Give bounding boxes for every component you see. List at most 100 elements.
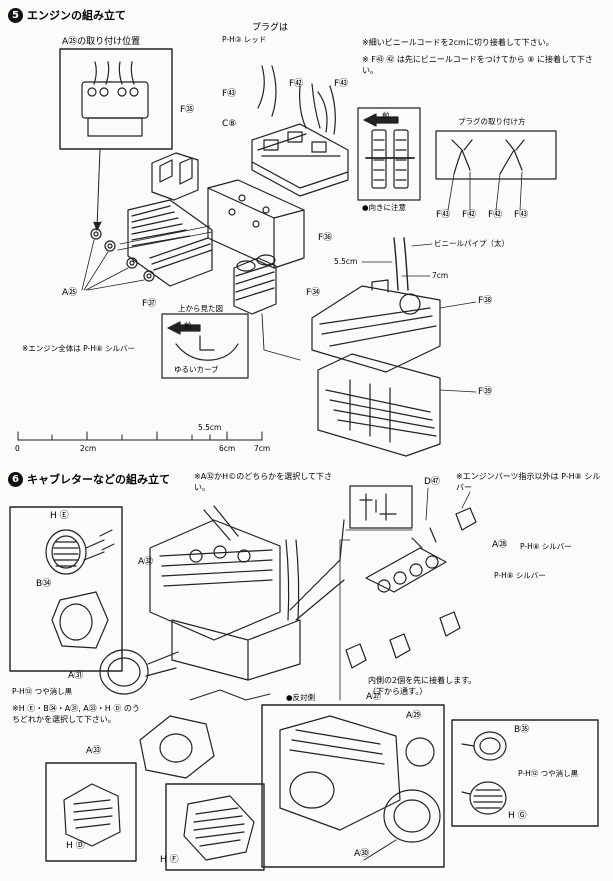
cylinder-head-inset — [81, 61, 149, 137]
step5-header: 5 エンジンの組み立て — [8, 8, 126, 23]
plug-part-4: F㊸ — [514, 210, 529, 220]
label-f43-top-right: F㊸ — [334, 79, 349, 89]
option-box-hd — [45, 762, 137, 862]
top-view-label: 上から見た図 — [178, 304, 223, 313]
step5-number: 5 — [8, 8, 23, 23]
carb-engine — [149, 505, 345, 681]
engine-opposite — [279, 715, 441, 843]
top-view-box — [161, 313, 249, 379]
ruler-6cm: 6cm — [219, 444, 236, 453]
opposite-side-box — [261, 704, 445, 868]
cylinder-block — [127, 199, 213, 287]
label-a31: A㉛ — [68, 671, 84, 681]
label-d97: D㊼ — [424, 477, 440, 487]
step6-number: 6 — [8, 472, 23, 487]
a25-inset-title: A㉕の取り付け位置 — [62, 37, 141, 47]
note-vinyl-cord: ※細いビニールコードを2cmに切り接着して下さい。 — [362, 38, 554, 47]
d97-detail-box — [349, 485, 413, 529]
label-f43-top: F㊸ — [222, 89, 237, 99]
grille-hd — [63, 783, 121, 847]
option-box-hf — [165, 783, 265, 871]
plug-method-box — [435, 130, 557, 180]
a25-parts — [90, 228, 155, 282]
f34-part — [233, 254, 277, 315]
ruler-7cm: 7cm — [254, 444, 271, 453]
engine-lower-f39 — [317, 353, 441, 457]
matte-black-b: P-H⑫ つや消し黒 — [518, 769, 579, 778]
silver-b: P-H⑧ シルバー — [494, 571, 546, 580]
ruler — [17, 431, 263, 441]
step5-title: エンジンの組み立て — [27, 9, 126, 22]
front-label: 前 — [382, 111, 390, 120]
ruler-2cm: 2cm — [80, 444, 97, 453]
label-a25: A㉕ — [62, 288, 78, 298]
step6-choice-note2: ※H Ⓔ・B㉞・A㉛, A㉝・H Ⓓ のうちどれかを選択して下さい。 — [12, 704, 140, 724]
engine-silver-note: ※エンジン全体は P-H⑧ シルバー — [22, 344, 135, 353]
label-b34: B㉞ — [36, 579, 52, 589]
f35-part — [151, 152, 199, 201]
d97-detail — [359, 493, 397, 521]
label-f37: F㊲ — [142, 299, 157, 309]
grille-hg — [461, 781, 507, 815]
step6-title: キャブレターなどの組み立て — [27, 473, 170, 486]
cover-b35 — [461, 731, 507, 761]
label-hg: H Ⓖ — [508, 811, 527, 821]
label-a27: A㉗ — [366, 692, 382, 702]
head-top-view — [365, 129, 415, 189]
grille-he — [45, 529, 105, 575]
matte-black-a: P-H⑫ つや消し黒 — [12, 687, 73, 696]
plug-part-3: F㊷ — [488, 210, 503, 220]
label-a28: A㉘ — [492, 540, 508, 550]
label-hd: H Ⓓ — [66, 841, 85, 851]
step6-choice-note: ※A㉜かH©のどちらかを選択して下さい。 — [194, 472, 332, 492]
label-f39: F㊴ — [478, 387, 493, 397]
plug-color: P-H③ レッド — [222, 35, 267, 44]
silver-a28: P-H⑧ シルバー — [520, 542, 572, 551]
opposite-side-label: ●反対側 — [286, 693, 316, 702]
direction-box — [357, 107, 421, 201]
label-hf: H Ⓕ — [160, 855, 179, 865]
length-7cm: 7cm — [432, 271, 449, 280]
carb-rack — [345, 507, 477, 669]
plug-method-title: プラグの取り付け方 — [458, 117, 526, 126]
cover-a33 — [139, 715, 215, 779]
label-f36: F㊱ — [318, 233, 333, 243]
label-he: H Ⓔ — [50, 511, 69, 521]
vinyl-pipe-label: ビニールパイプ（太） — [434, 239, 509, 248]
gentle-curve-label: ゆるいカーブ — [174, 365, 219, 374]
length-5-5cm: 5.5cm — [334, 257, 358, 266]
a25-location-box — [59, 48, 173, 150]
label-f38: F㊳ — [478, 296, 493, 306]
cover-b34 — [51, 591, 109, 649]
cylinder-head-c8 — [251, 123, 349, 197]
engine-upper-f38 — [311, 279, 441, 373]
label-a29: A㉙ — [406, 711, 422, 721]
plug-part-1: F㊸ — [436, 210, 451, 220]
ruler-0: 0 — [15, 444, 20, 453]
f36-block — [207, 179, 305, 269]
note-f43-f52: ※ F㊸ ㊷ は先にビニールコードをつけてから ⑧ に接着して下さい。 — [362, 55, 593, 75]
label-f52-top: F㊷ — [289, 79, 304, 89]
inner-note: 内側の2個を先に接着します。（下から通す。） — [368, 676, 477, 696]
direction-note: ●向きに注意 — [362, 203, 407, 212]
round-cover-a31 — [99, 649, 179, 695]
grille-hf — [183, 795, 255, 861]
option-box-left — [9, 506, 123, 672]
plug-method-drawing — [451, 139, 525, 175]
label-c8: C⑧ — [222, 119, 237, 129]
option-box-right — [451, 719, 599, 827]
plug-part-2: F㊷ — [462, 210, 477, 220]
label-a32: A㉜ — [138, 557, 154, 567]
label-f34: F㉞ — [306, 288, 321, 298]
plug-label: プラグは — [252, 23, 289, 33]
label-a33: A㉝ — [86, 746, 102, 756]
label-a30: A㉚ — [354, 849, 370, 859]
plug-leads — [257, 65, 336, 135]
engine-parts-note: ※エンジンパーツ指示以外は P-H⑧ シルバー — [456, 472, 601, 492]
label-f35: F㉟ — [180, 105, 195, 115]
ruler-5-5cm: 5.5cm — [198, 423, 222, 432]
label-b35: B㉟ — [514, 725, 530, 735]
step6-header: 6 キャブレターなどの組み立て — [8, 472, 170, 487]
